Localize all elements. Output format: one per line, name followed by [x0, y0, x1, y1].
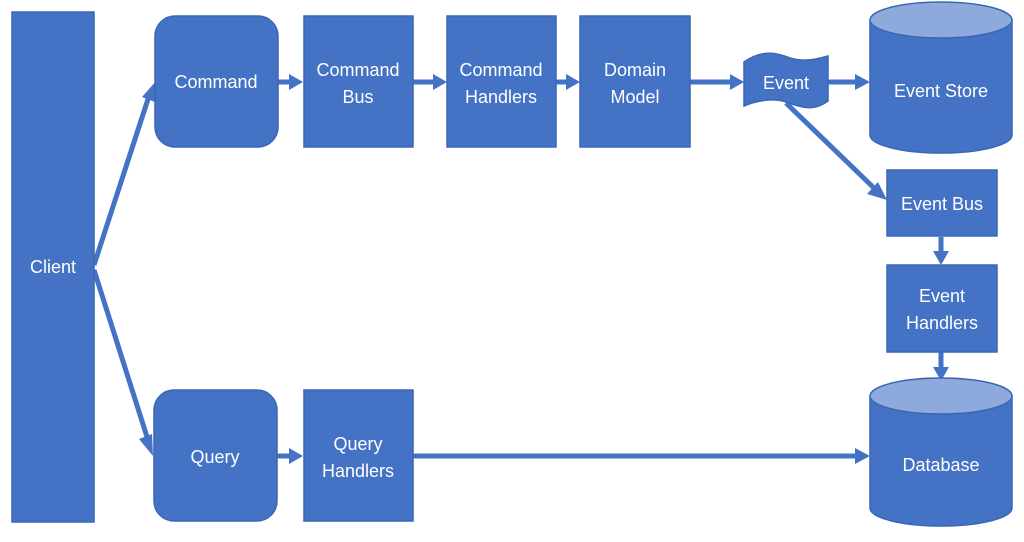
arrowhead-event-store	[855, 74, 870, 90]
arrowhead-command-bus	[289, 74, 303, 90]
command-bus-label-line1: Command	[316, 60, 399, 80]
arrowhead-database-from-handlers	[933, 367, 949, 381]
event-handlers-label-line1: Event	[919, 286, 965, 306]
arrowhead-event-handlers	[933, 251, 949, 265]
command-node: Command	[154, 15, 279, 148]
database-node: Database	[869, 377, 1013, 527]
command-handlers-node: Command Handlers	[446, 15, 557, 148]
event-bus-label: Event Bus	[901, 194, 983, 214]
event-handlers-label-line2: Handlers	[906, 313, 978, 333]
query-label: Query	[190, 447, 239, 467]
command-bus-label-line2: Bus	[342, 87, 373, 107]
command-bus-node: Command Bus	[303, 15, 414, 148]
arrowhead-client-query	[139, 434, 153, 456]
event-handlers-node: Event Handlers	[886, 264, 998, 353]
database-label: Database	[902, 455, 979, 475]
event-node: Event	[743, 52, 829, 109]
command-handlers-label-line1: Command	[459, 60, 542, 80]
command-handlers-label-line2: Handlers	[465, 87, 537, 107]
command-label: Command	[174, 72, 257, 92]
query-node: Query	[153, 389, 278, 522]
event-store-node: Event Store	[869, 1, 1013, 154]
client-label: Client	[30, 257, 76, 277]
query-handlers-label-line1: Query	[333, 434, 382, 454]
query-handlers-node: Query Handlers	[303, 389, 414, 522]
arrowhead-event-bus	[867, 182, 887, 200]
arrowhead-event	[730, 74, 744, 90]
client-node: Client	[11, 11, 95, 523]
event-bus-node: Event Bus	[886, 169, 998, 237]
domain-model-node: Domain Model	[579, 15, 691, 148]
arrowhead-domain-model	[566, 74, 580, 90]
arrowhead-database-from-query	[855, 448, 870, 464]
domain-model-label-line2: Model	[610, 87, 659, 107]
connectors	[91, 74, 949, 464]
arrowhead-query-handlers	[289, 448, 303, 464]
query-handlers-label-line2: Handlers	[322, 461, 394, 481]
arrowhead-client-command	[142, 80, 157, 102]
event-store-label: Event Store	[894, 81, 988, 101]
arrowhead-command-handlers	[433, 74, 447, 90]
event-label: Event	[763, 73, 809, 93]
domain-model-label-line1: Domain	[604, 60, 666, 80]
